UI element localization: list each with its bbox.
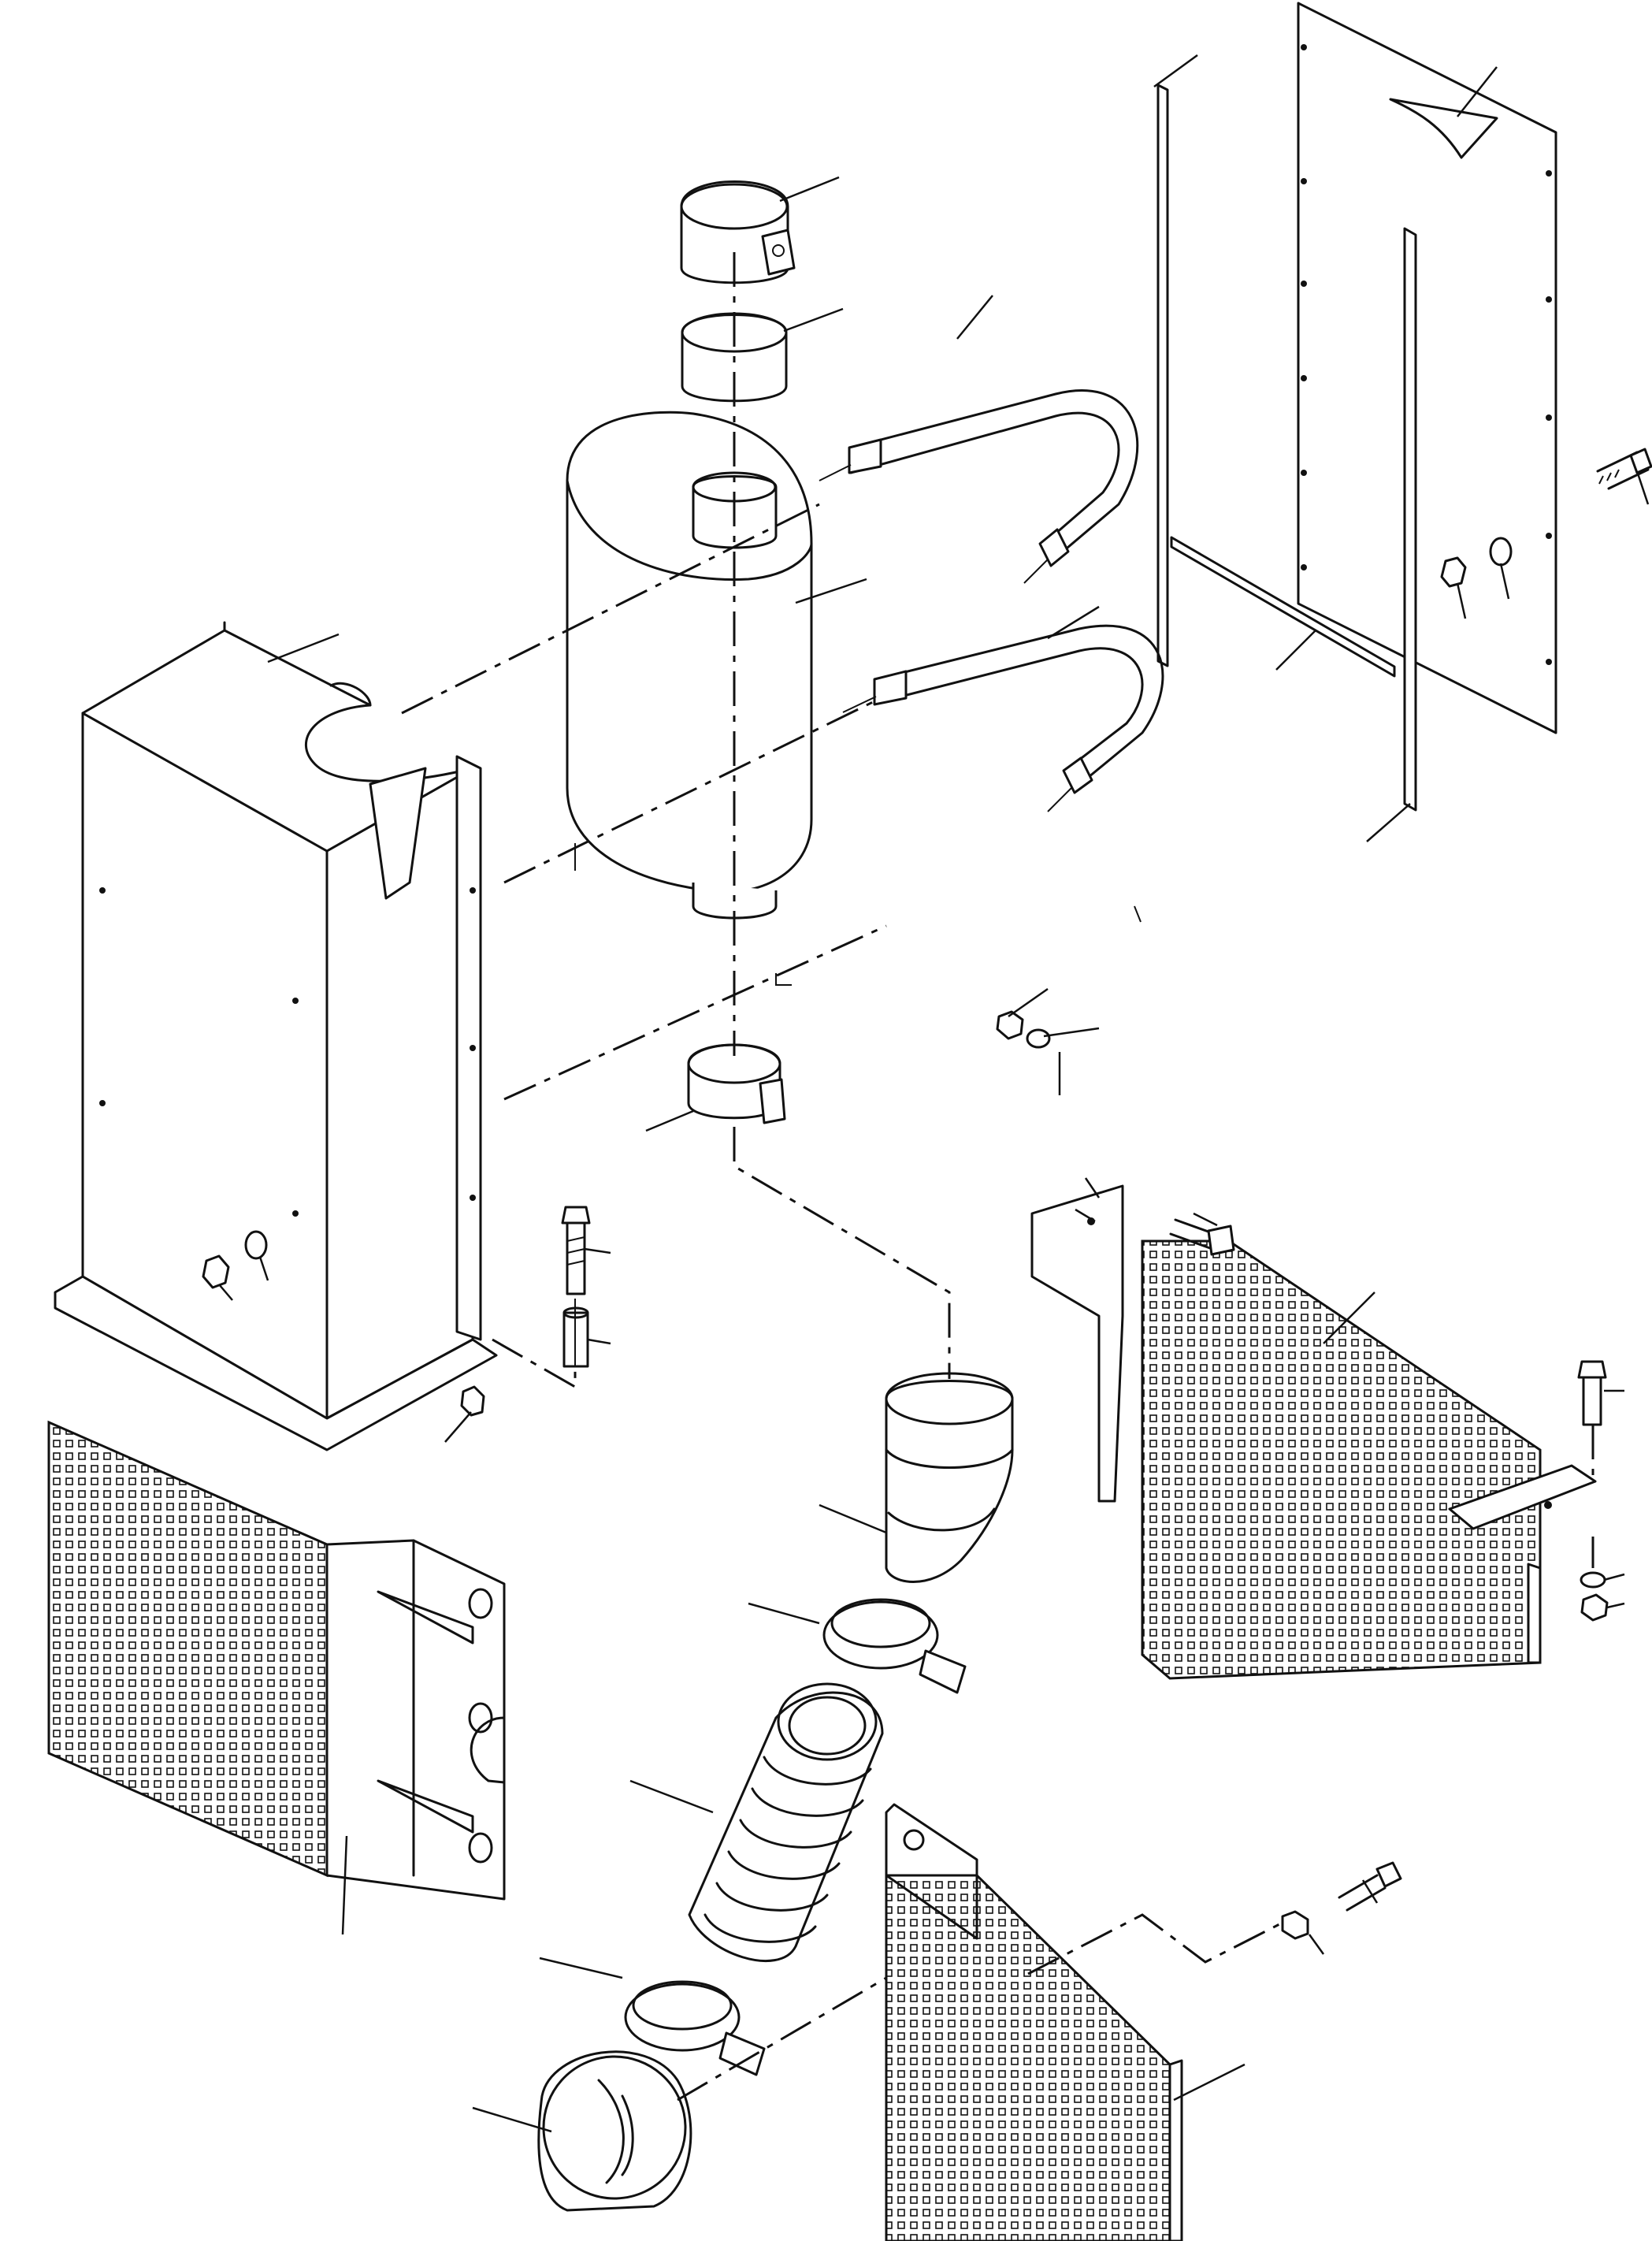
vertical-strip-right bbox=[1403, 227, 1417, 812]
washer bbox=[1026, 1028, 1051, 1049]
nut bbox=[1440, 556, 1467, 588]
lower-clamp bbox=[687, 1043, 786, 1124]
bolt bbox=[1577, 1360, 1607, 1426]
perforated-guard-right bbox=[1030, 1184, 1597, 1680]
bolt bbox=[1338, 1861, 1402, 1912]
perforated-guard-lower bbox=[885, 1803, 1183, 2241]
rear-panel bbox=[1297, 2, 1557, 734]
nut bbox=[1281, 1910, 1309, 1940]
perforated-guard-left bbox=[47, 1420, 506, 1901]
washer bbox=[1489, 537, 1513, 567]
assembly-lines bbox=[401, 252, 1594, 2102]
u-bolt-lower bbox=[842, 624, 1164, 812]
vertical-strip-left bbox=[1156, 84, 1169, 667]
washer bbox=[1580, 1571, 1606, 1589]
hose-clamp-lower bbox=[624, 1980, 766, 2076]
outlet-elbow bbox=[537, 2050, 692, 2212]
tailpipe-elbow bbox=[885, 1372, 1014, 1583]
rear-panel-bolt bbox=[1596, 448, 1652, 490]
callout-leaders bbox=[218, 54, 1650, 2133]
muffler bbox=[566, 411, 813, 920]
nut bbox=[202, 1254, 230, 1289]
bolt bbox=[1169, 1218, 1235, 1256]
washer bbox=[244, 1230, 268, 1260]
nut bbox=[996, 1010, 1024, 1040]
u-bolt-upper bbox=[819, 389, 1139, 584]
hose-clamp-upper bbox=[822, 1598, 967, 1694]
bolt bbox=[561, 1206, 591, 1295]
nut bbox=[1580, 1593, 1609, 1622]
upper-clamp bbox=[680, 180, 796, 284]
nut bbox=[460, 1385, 485, 1417]
horizontal-strip bbox=[1170, 536, 1396, 678]
flex-bellows bbox=[688, 1682, 884, 1963]
muffler-housing bbox=[54, 621, 498, 1451]
